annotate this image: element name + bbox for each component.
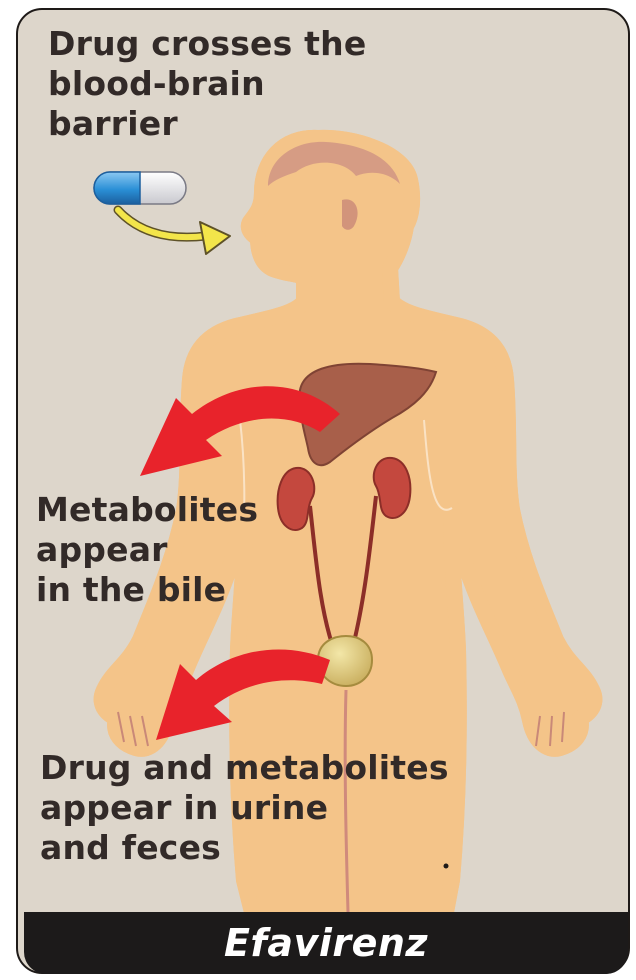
capsule-icon xyxy=(94,172,186,204)
label-bile: Metabolites appear in the bile xyxy=(36,490,258,610)
label-urine-feces: Drug and metabolites appear in urine and… xyxy=(40,748,449,868)
drug-name-banner: Efavirenz xyxy=(24,912,628,974)
label-blood-brain-barrier: Drug crosses the blood-brain barrier xyxy=(48,24,366,144)
drug-name: Efavirenz xyxy=(224,921,428,965)
yellow-arrow-icon xyxy=(118,210,230,254)
